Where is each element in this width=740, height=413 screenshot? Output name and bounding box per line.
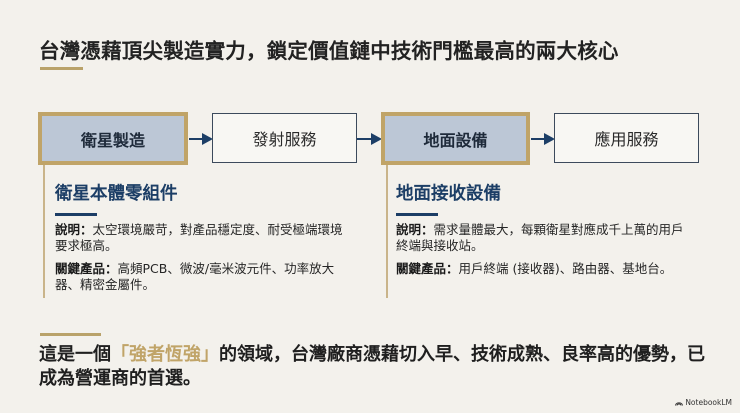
notebooklm-watermark: NotebookLM bbox=[675, 398, 732, 407]
description-label: 說明： bbox=[396, 222, 434, 237]
detail-description: 說明：需求量體最大，每顆衛星對應成千上萬的用戶終端與接收站。 bbox=[396, 222, 696, 254]
detail-satellite-components: 衛星本體零組件 說明：太空環境嚴苛，對產品穩定度、耐受極端環境要求極高。 關鍵產… bbox=[55, 180, 355, 300]
flow-step-launch-services: 發射服務 bbox=[212, 113, 357, 163]
flow-step-label: 發射服務 bbox=[252, 130, 317, 149]
detail-ground-receivers: 地面接收設備 說明：需求量體最大，每顆衛星對應成千上萬的用戶終端與接收站。 關鍵… bbox=[396, 180, 696, 284]
description-label: 說明： bbox=[55, 222, 93, 237]
arrow-right-icon bbox=[531, 133, 555, 145]
flow-step-label: 應用服務 bbox=[594, 130, 659, 149]
conclusion-suffix: 的領域，台灣廠商憑藉切入早、技術成熟、良率高的優勢，已成為營運商的首選。 bbox=[39, 344, 705, 389]
products-label: 關鍵產品： bbox=[55, 261, 118, 276]
watermark-label: NotebookLM bbox=[685, 398, 732, 407]
products-label: 關鍵產品： bbox=[396, 261, 459, 276]
flow-step-ground-equipment: 地面設備 bbox=[381, 112, 530, 165]
conclusion-highlight: 「強者恆強」 bbox=[111, 344, 219, 365]
conclusion-prefix: 這是一個 bbox=[39, 344, 111, 365]
flow-step-application-services: 應用服務 bbox=[554, 113, 699, 163]
heading-underline bbox=[55, 213, 97, 216]
connector-line bbox=[386, 165, 388, 298]
detail-heading: 衛星本體零組件 bbox=[55, 184, 178, 204]
arrow-right-icon bbox=[357, 133, 382, 145]
heading-underline bbox=[396, 213, 438, 216]
detail-description: 說明：太空環境嚴苛，對產品穩定度、耐受極端環境要求極高。 bbox=[55, 222, 355, 254]
notebooklm-logo-icon bbox=[675, 401, 684, 406]
detail-products: 關鍵產品：用戶終端 (接收器)、路由器、基地台。 bbox=[396, 261, 696, 277]
conclusion-accent-bar bbox=[40, 333, 101, 336]
detail-products: 關鍵產品：高頻PCB、微波/毫米波元件、功率放大器、精密金屬件。 bbox=[55, 261, 355, 293]
flow-step-label: 地面設備 bbox=[423, 130, 488, 150]
description-text: 需求量體最大，每顆衛星對應成千上萬的用戶終端與接收站。 bbox=[396, 222, 684, 253]
flow-step-satellite-manufacturing: 衛星製造 bbox=[38, 112, 188, 165]
arrow-right-icon bbox=[189, 133, 213, 145]
products-text: 用戶終端 (接收器)、路由器、基地台。 bbox=[458, 261, 673, 276]
detail-heading: 地面接收設備 bbox=[396, 184, 501, 204]
title-accent-bar bbox=[40, 67, 83, 70]
connector-line bbox=[43, 165, 45, 298]
description-text: 太空環境嚴苛，對產品穩定度、耐受極端環境要求極高。 bbox=[55, 222, 343, 253]
slide-title: 台灣憑藉頂尖製造實力，鎖定價值鏈中技術門檻最高的兩大核心 bbox=[39, 39, 619, 63]
conclusion-text: 這是一個「強者恆強」的領域，台灣廠商憑藉切入早、技術成熟、良率高的優勢，已成為營… bbox=[39, 343, 719, 391]
flow-step-label: 衛星製造 bbox=[80, 130, 145, 150]
products-text: 高頻PCB、微波/毫米波元件、功率放大器、精密金屬件。 bbox=[55, 261, 335, 292]
